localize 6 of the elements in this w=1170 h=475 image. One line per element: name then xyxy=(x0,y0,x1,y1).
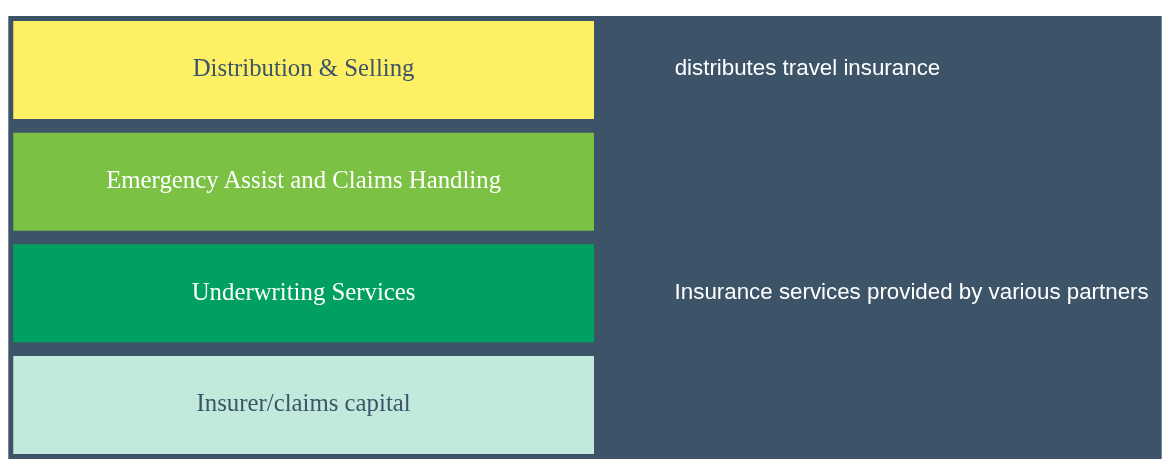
node-box: Emergency Assist and Claims Handling xyxy=(13,132,594,231)
node-box: Distribution & Selling xyxy=(13,20,594,119)
node-box: Underwriting Services xyxy=(13,244,594,343)
label: distributes travel insurance xyxy=(674,55,941,81)
label: Insurance services provided by various partners xyxy=(674,278,1149,304)
node-box: Insurer/claims capital xyxy=(13,356,594,455)
